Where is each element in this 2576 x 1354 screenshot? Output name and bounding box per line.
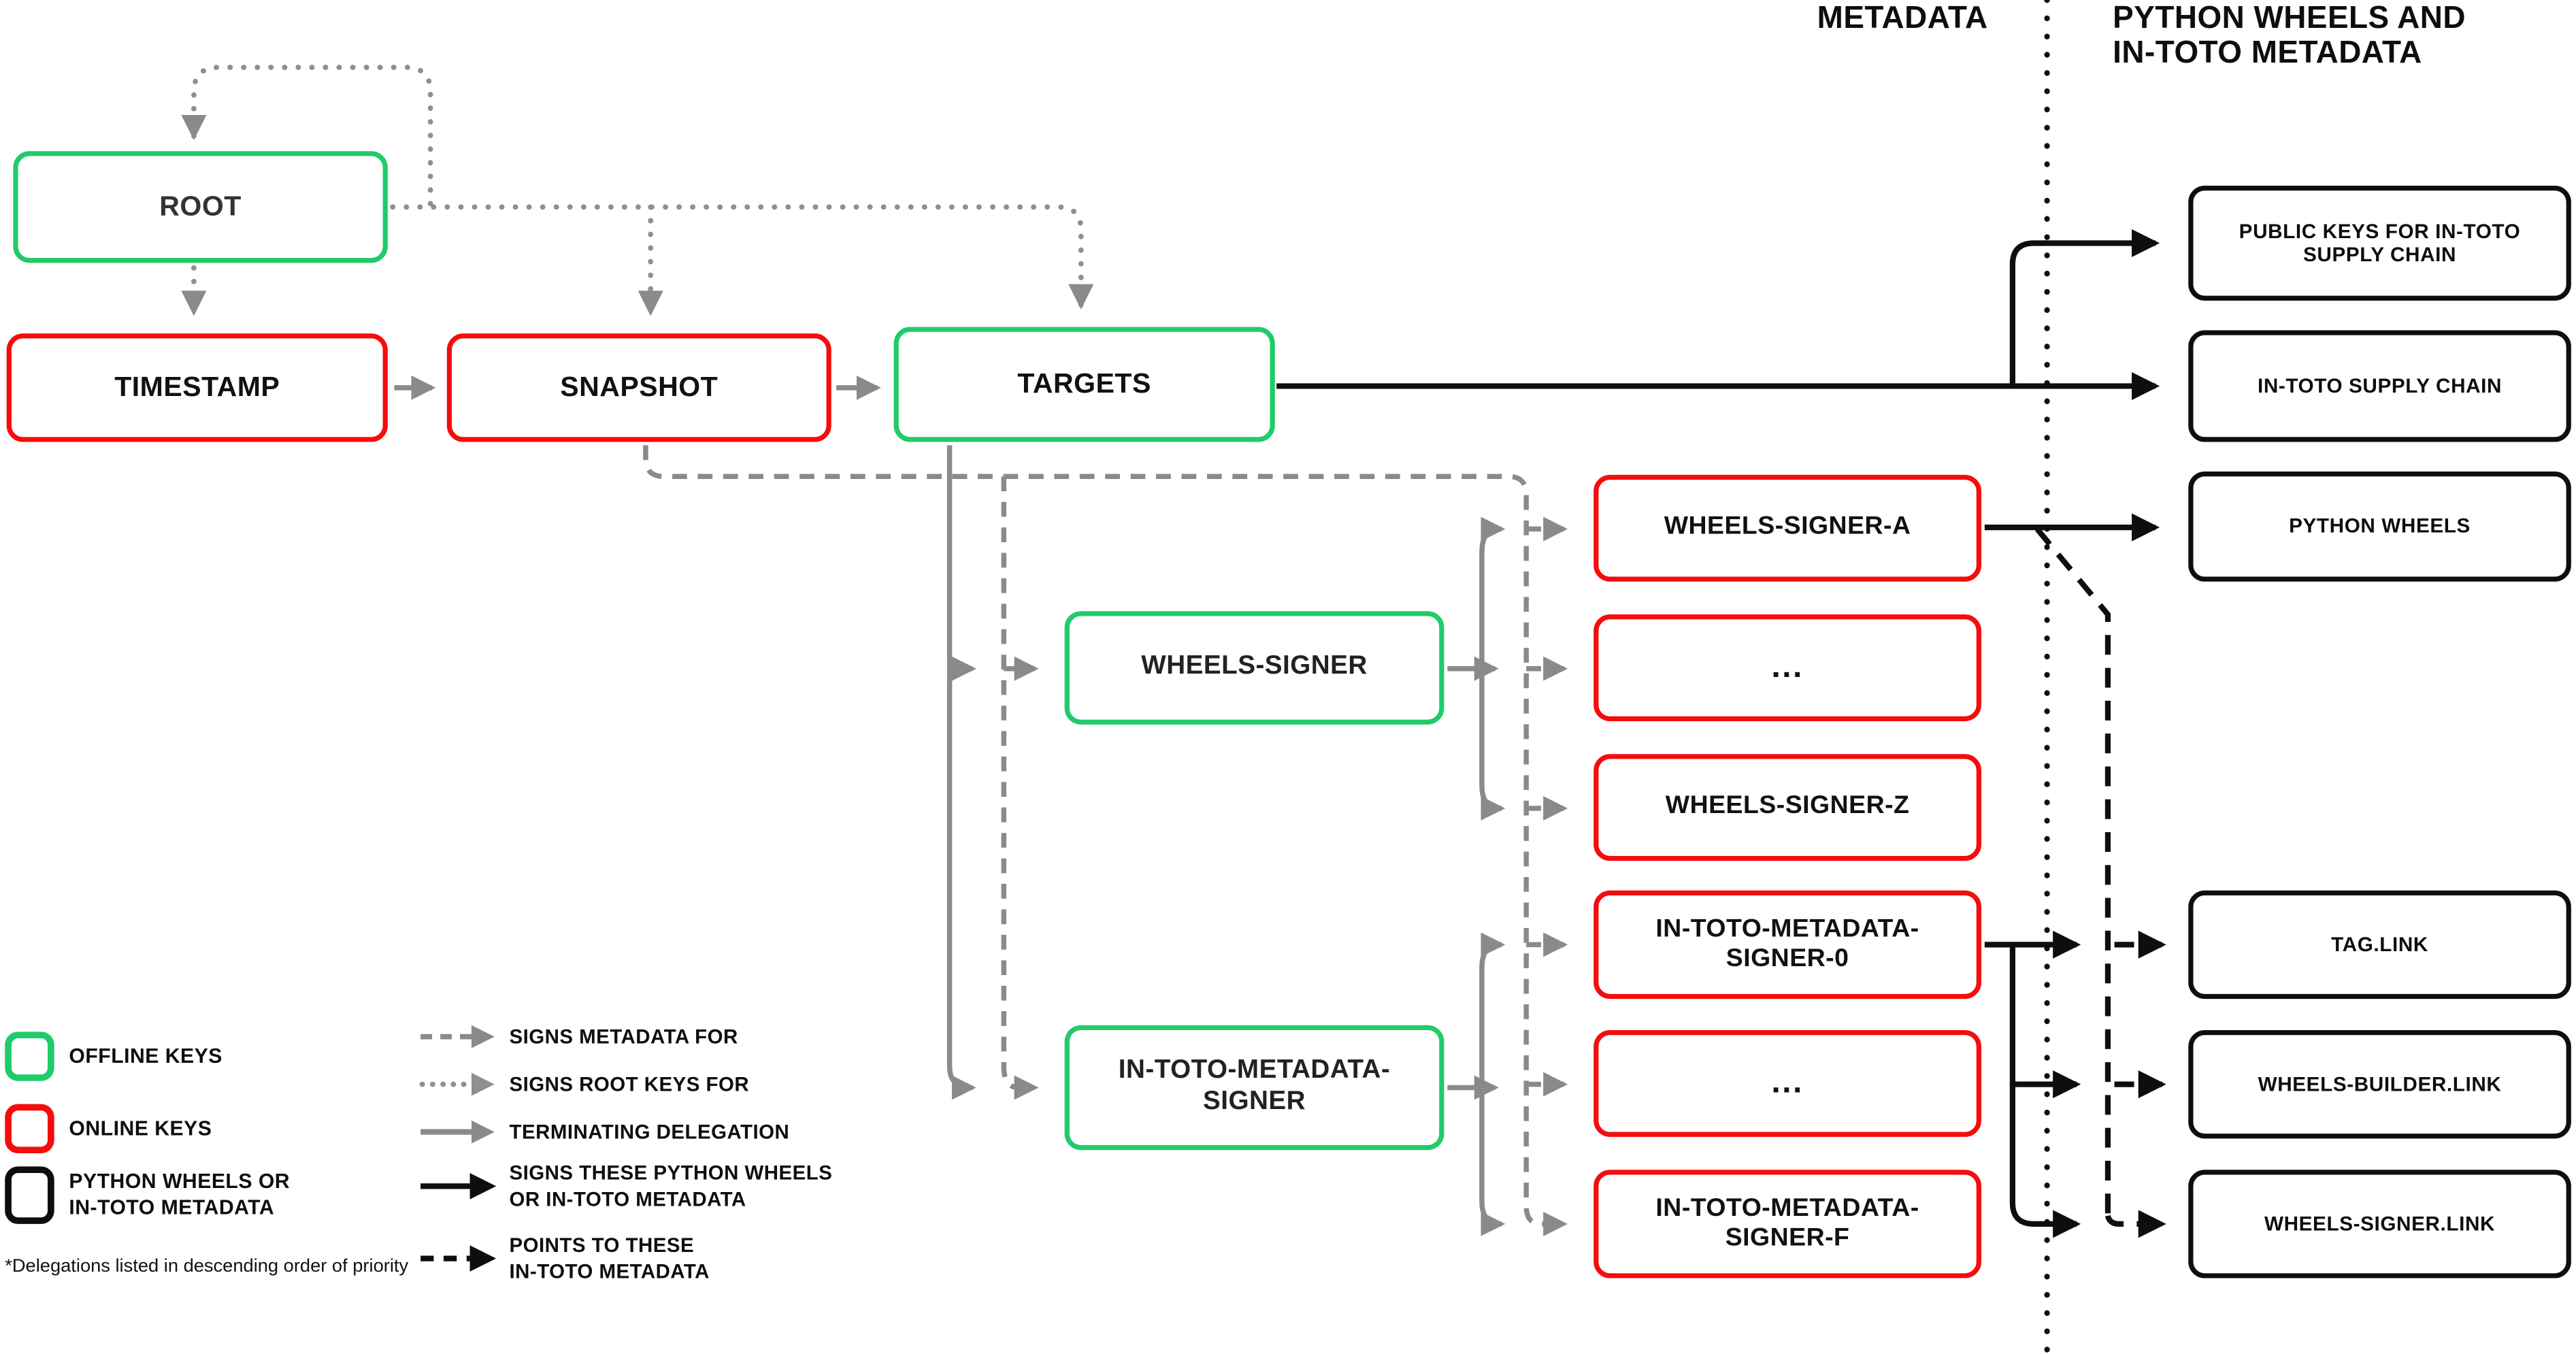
wheels-column-header: PYTHON WHEELS AND IN-TOTO METADATA (2113, 1, 2507, 70)
connector-intoto-signer-to-f (1479, 1087, 1506, 1236)
node-targets: TARGETS (893, 327, 1275, 442)
node-intoto-signer-ellipsis: ... (1594, 1029, 1982, 1137)
node-intoto-signer-f: IN-TOTO-METADATA-SIGNER-F (1594, 1170, 1982, 1278)
node-intoto-signer-0-label: IN-TOTO-METADATA-SIGNER-0 (1655, 914, 1919, 973)
online-keys-swatch (5, 1104, 54, 1154)
signs-these-wheels-label-line2: OR IN-TOTO METADATA (509, 1187, 746, 1210)
node-intoto-signer-label: IN-TOTO-METADATA-SIGNER (1118, 1056, 1391, 1116)
python-wheels-or-intoto-label-line1: PYTHON WHEELS OR (69, 1170, 291, 1193)
node-python-wheels-label: PYTHON WHEELS (2289, 514, 2471, 538)
connector-snapshot-signs-signers-trunk (1001, 476, 1039, 1100)
node-public-keys-label: PUBLIC KEYS FOR IN-TOTO SUPPLY CHAIN (2239, 219, 2521, 267)
metadata-column-header-text: METADATA (1817, 1, 1988, 37)
connector-intoto-signs-signer-link (2009, 944, 2081, 1238)
metadata-column-header: METADATA (1656, 1, 1988, 36)
node-wheels-builder-link: WHEELS-BUILDER.LINK (2188, 1029, 2571, 1139)
node-wheels-signer-a: WHEELS-SIGNER-A (1594, 474, 1982, 582)
node-snapshot: SNAPSHOT (446, 333, 831, 442)
connector-root-self-loop (181, 65, 433, 207)
node-root-label: ROOT (159, 191, 242, 222)
node-intoto-signer-ellipsis-label: ... (1771, 1063, 1804, 1101)
node-intoto-signer-f-label: IN-TOTO-METADATA-SIGNER-F (1655, 1193, 1919, 1252)
connector-intoto-signer-to-0 (1479, 932, 1506, 1088)
connector-points-to-signer-link (2104, 1210, 2166, 1238)
terminating-delegation-arrow-icon (420, 1120, 495, 1144)
points-to-intoto-arrow-icon (420, 1245, 497, 1272)
signs-metadata-for-label: SIGNS METADATA FOR (509, 1025, 738, 1048)
node-targets-label: TARGETS (1017, 367, 1151, 399)
signs-root-keys-for-label: SIGNS ROOT KEYS FOR (509, 1072, 750, 1096)
connector-wheels-signer-to-z (1479, 668, 1506, 821)
points-to-intoto-label: POINTS TO THESE IN-TOTO METADATA (510, 1234, 710, 1285)
signs-these-wheels-label-line1: SIGNS THESE PYTHON WHEELS (509, 1161, 833, 1185)
online-keys-label: ONLINE KEYS (69, 1117, 212, 1140)
node-python-wheels: PYTHON WHEELS (2188, 471, 2571, 582)
node-wheels-signer-label: WHEELS-SIGNER (1141, 652, 1368, 680)
node-tag-link-label: TAG.LINK (2331, 932, 2428, 956)
offline-keys-swatch (5, 1031, 54, 1081)
node-wheels-builder-link-label: WHEELS-BUILDER.LINK (2258, 1072, 2502, 1095)
node-intoto-signer-0: IN-TOTO-METADATA-SIGNER-0 (1594, 890, 1982, 1000)
offline-keys-label: OFFLINE KEYS (69, 1044, 222, 1068)
python-wheels-or-intoto-swatch (5, 1166, 54, 1224)
wheels-column-header-line1: PYTHON WHEELS AND (2113, 1, 2466, 37)
node-intoto-supply-chain-label: IN-TOTO SUPPLY CHAIN (2257, 374, 2503, 397)
node-timestamp-label: TIMESTAMP (114, 371, 280, 403)
connector-targets-to-public-keys (2009, 229, 2160, 386)
python-wheels-or-intoto-label: PYTHON WHEELS OR IN-TOTO METADATA (69, 1168, 290, 1221)
terminating-delegation-label: TERMINATING DELEGATION (509, 1120, 790, 1144)
node-wheels-signer-z: WHEELS-SIGNER-Z (1594, 754, 1982, 861)
python-wheels-or-intoto-label-line2: IN-TOTO METADATA (69, 1195, 275, 1219)
connector-root-to-targets (390, 204, 1094, 310)
node-wheels-signer-a-label: WHEELS-SIGNER-A (1664, 513, 1911, 542)
node-root: ROOT (13, 151, 388, 263)
wheels-column-header-line2: IN-TOTO METADATA (2113, 36, 2422, 71)
node-snapshot-label: SNAPSHOT (560, 371, 719, 403)
connector-targets-to-intoto-signer (946, 445, 976, 1100)
node-wheels-signer-link: WHEELS-SIGNER.LINK (2188, 1170, 2571, 1278)
signs-root-keys-for-arrow-icon (419, 1072, 495, 1096)
signs-metadata-for-arrow-icon (420, 1025, 495, 1048)
connector-snapshot-signs-trunk (643, 445, 1568, 1236)
node-intoto-signer: IN-TOTO-METADATA-SIGNER (1064, 1025, 1444, 1151)
points-to-intoto-label-line2: IN-TOTO METADATA (509, 1259, 710, 1283)
node-wheels-signer: WHEELS-SIGNER (1064, 611, 1444, 725)
connector-wheels-signer-to-a (1479, 516, 1506, 669)
signs-these-wheels-label: SIGNS THESE PYTHON WHEELS OR IN-TOTO MET… (510, 1161, 833, 1212)
node-intoto-supply-chain: IN-TOTO SUPPLY CHAIN (2188, 330, 2571, 442)
node-wheels-signer-link-label: WHEELS-SIGNER.LINK (2264, 1212, 2496, 1236)
node-wheels-signer-z-label: WHEELS-SIGNER-Z (1665, 792, 1910, 821)
node-tag-link: TAG.LINK (2188, 890, 2571, 1000)
node-wheels-signer-ellipsis: ... (1594, 614, 1982, 722)
signs-these-wheels-arrow-icon (420, 1173, 497, 1200)
points-to-intoto-label-line1: POINTS TO THESE (509, 1234, 695, 1257)
node-wheels-signer-ellipsis-label: ... (1771, 648, 1804, 685)
delegation-priority-footnote: *Delegations listed in descending order … (5, 1257, 409, 1277)
node-timestamp: TIMESTAMP (6, 333, 388, 442)
connector-points-to-trunk (2034, 527, 2111, 1216)
node-public-keys: PUBLIC KEYS FOR IN-TOTO SUPPLY CHAIN (2188, 185, 2571, 301)
